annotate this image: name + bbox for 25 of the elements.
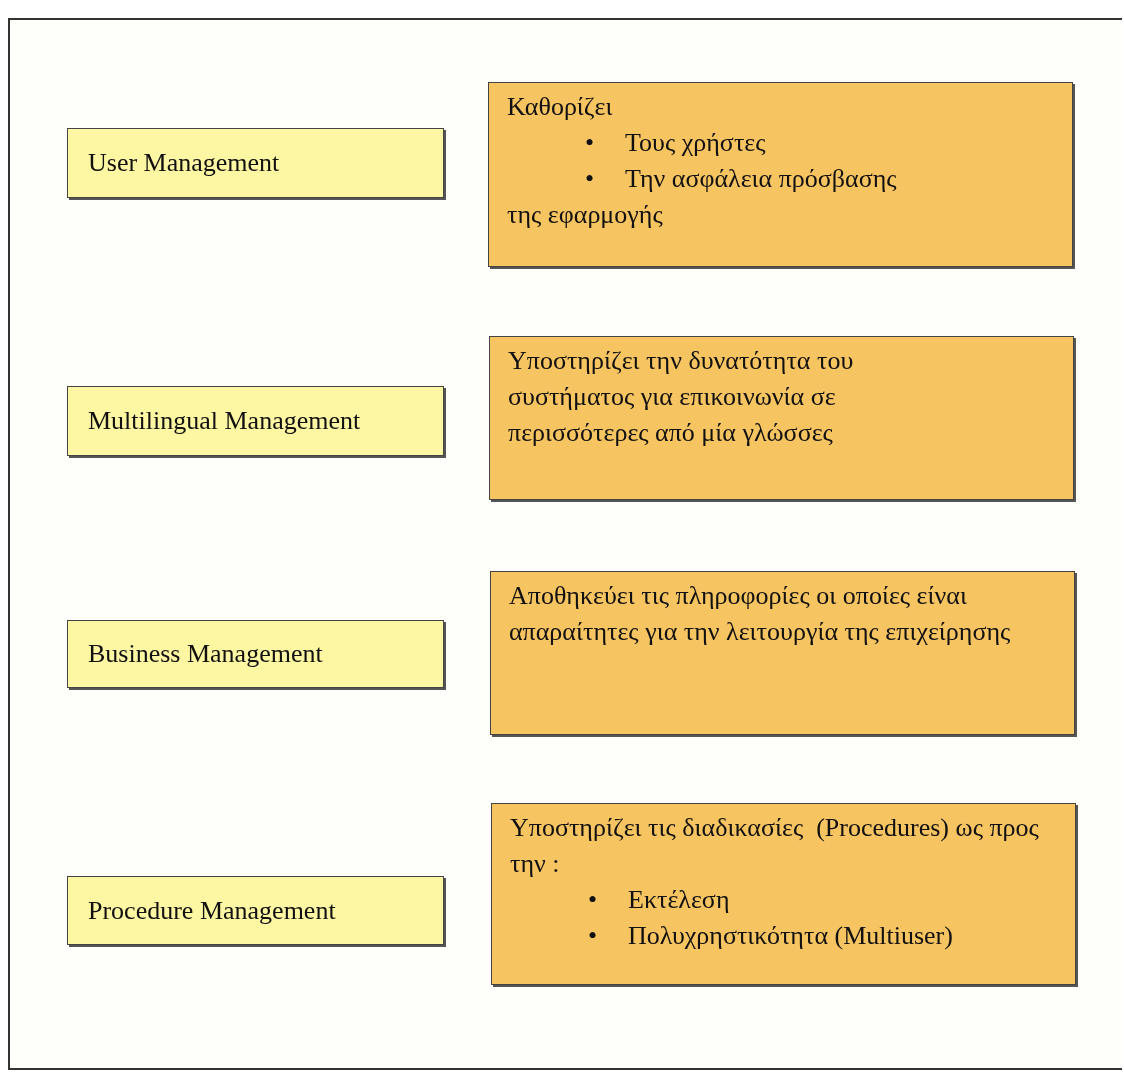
description-box — [490, 571, 1075, 735]
module-name: Procedure Management — [88, 894, 336, 927]
bullet-marker: • — [585, 127, 596, 159]
description-text: Υποστηρίζει τις διαδικασίες (Procedures) ως προς την : — [510, 812, 1040, 880]
module-name: Business Management — [88, 638, 323, 670]
description-text: Αποθηκεύει τις πληροφορίες οι οποίες είναι απαραίτητες για την λειτουργία της επιχείρησης — [509, 580, 1012, 648]
description-box — [488, 82, 1073, 267]
description-text: Υποστηρίζει την δυνατότητα του συστήματος για επικοινωνία σε περισσότερες από μία γλώσσες — [508, 345, 855, 449]
description-text: της εφαρμογής — [507, 199, 664, 231]
bullet-text: Εκτέλεση — [628, 884, 730, 916]
module-box — [67, 128, 444, 198]
module-box — [67, 386, 444, 456]
bullet-text: Την ασφάλεια πρόσβασης — [625, 163, 897, 195]
bullet-marker: • — [588, 884, 599, 916]
bullet-text: Πολυχρηστικότητα (Multiuser) — [628, 920, 953, 952]
module-name: Multilingual Management — [88, 405, 361, 437]
bullet-marker: • — [588, 920, 599, 952]
module-name: User Management — [88, 147, 280, 179]
bullet-text: Τους χρήστες — [625, 127, 766, 159]
description-box — [491, 803, 1076, 985]
bullet-marker: • — [585, 163, 596, 195]
description-text: Καθορίζει — [507, 91, 614, 123]
module-box — [67, 620, 444, 688]
module-box — [67, 876, 444, 945]
description-box — [489, 336, 1074, 500]
